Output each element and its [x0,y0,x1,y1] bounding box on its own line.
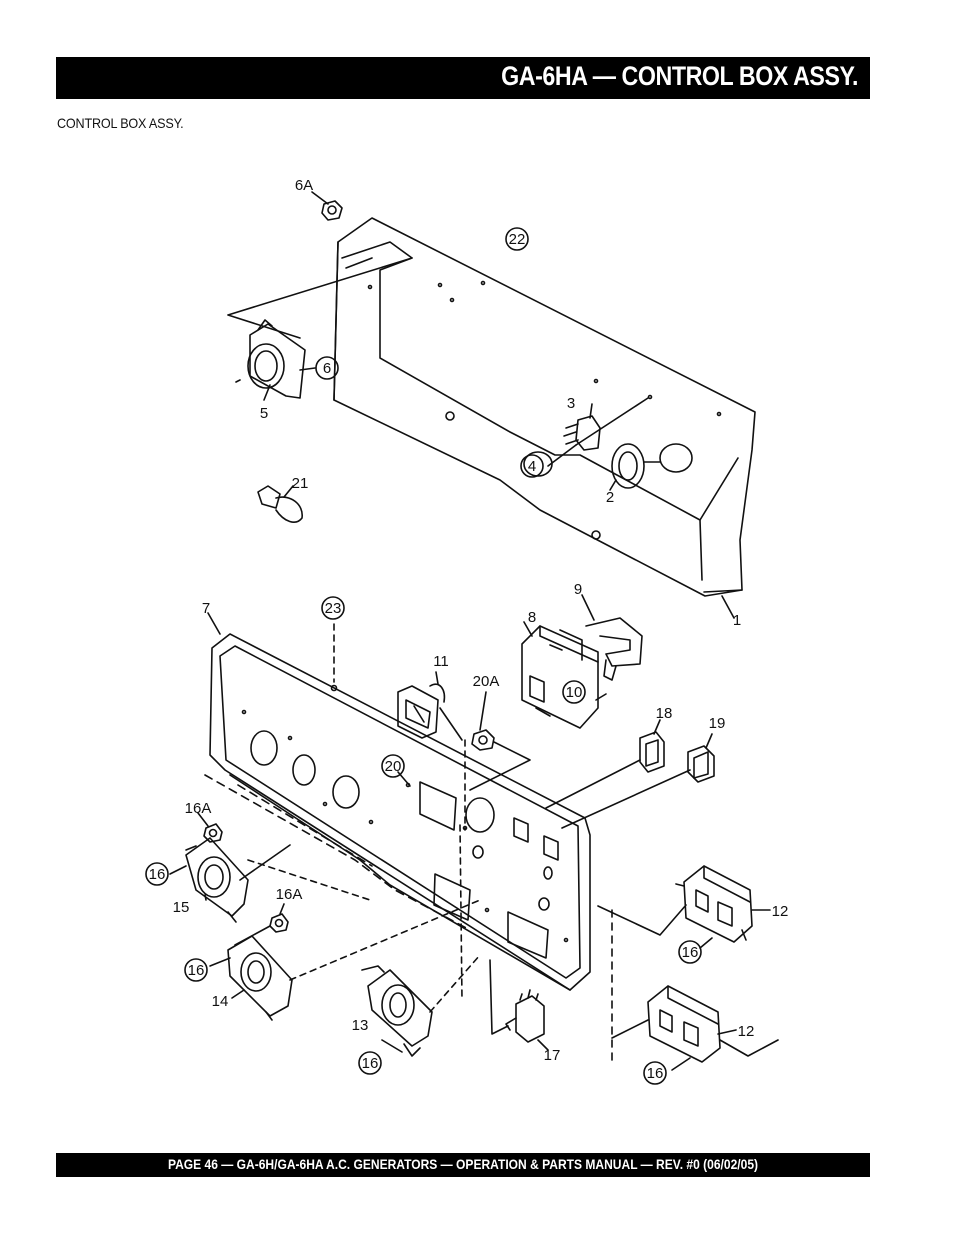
control-panel-face [209,633,591,991]
twist-lock-receptacle-13-icon [361,954,481,1057]
nut-6a-icon [311,191,343,221]
callout-2: 2 [606,489,614,506]
bracket-9-icon [581,594,643,681]
callout-19: 19 [709,715,726,732]
switch-3-icon [547,397,649,467]
callout-15: 15 [173,899,190,916]
page-title-bar: GA-6HA — CONTROL BOX ASSY. [56,57,870,99]
callout-1: 1 [733,612,741,629]
lamp-21-icon [257,485,303,523]
twist-lock-receptacle-15-icon [185,837,371,923]
callout-14: 14 [212,993,229,1010]
gfci-receptacle-12-b-icon [611,909,779,1071]
callout-16-e: 16 [647,1065,664,1082]
callout-6: 6 [323,360,331,377]
callout-9: 9 [574,581,582,598]
callout-18: 18 [656,705,673,722]
circuit-breaker-8-icon [521,621,599,729]
callout-20: 20 [385,758,402,775]
callout-11: 11 [433,653,449,670]
callout-12-b: 12 [738,1023,755,1040]
callout-16-d: 16 [682,944,699,961]
callout-8: 8 [528,609,536,626]
page-title: GA-6HA — CONTROL BOX ASSY. [501,61,858,91]
callout-12-a: 12 [772,903,789,920]
callout-7: 7 [202,600,210,617]
rocker-switch-19-icon [561,733,715,829]
callout-6a: 6A [295,177,313,194]
rocker-switch-18-icon [545,719,665,809]
meter-sleeve-icon [227,257,413,401]
nut-20a-icon [471,691,495,751]
callout-23: 23 [325,600,342,617]
hour-meter-11-icon [397,671,446,739]
callout-16a-a: 16A [185,800,212,817]
control-box-housing [333,217,756,597]
callout-17: 17 [544,1047,561,1064]
nut-16a-b-icon [234,903,289,946]
nut-16a-a-icon [197,812,223,843]
callout-20a: 20A [473,673,500,690]
toggle-switch-17-icon [459,824,549,1051]
callout-13: 13 [352,1017,369,1034]
grommet-2-icon [609,443,661,491]
callout-4: 4 [528,458,536,475]
twist-lock-receptacle-14-icon [227,899,481,1021]
callout-16a-b: 16A [276,886,303,903]
callout-3: 3 [567,395,575,412]
callout-5: 5 [260,405,268,422]
callout-22: 22 [509,231,526,248]
page-footer: PAGE 46 — GA-6H/GA-6HA A.C. GENERATORS —… [167,1156,759,1172]
callout-21: 21 [292,475,309,492]
callout-10: 10 [566,684,583,701]
section-subtitle: CONTROL BOX ASSY. [57,115,184,131]
callout-16-c: 16 [362,1055,379,1072]
gfci-receptacle-12-a-icon [597,865,771,949]
page-footer-bar: PAGE 46 — GA-6H/GA-6HA A.C. GENERATORS —… [56,1153,870,1177]
callout-16-a: 16 [149,866,166,883]
callout-16-b: 16 [188,962,205,979]
